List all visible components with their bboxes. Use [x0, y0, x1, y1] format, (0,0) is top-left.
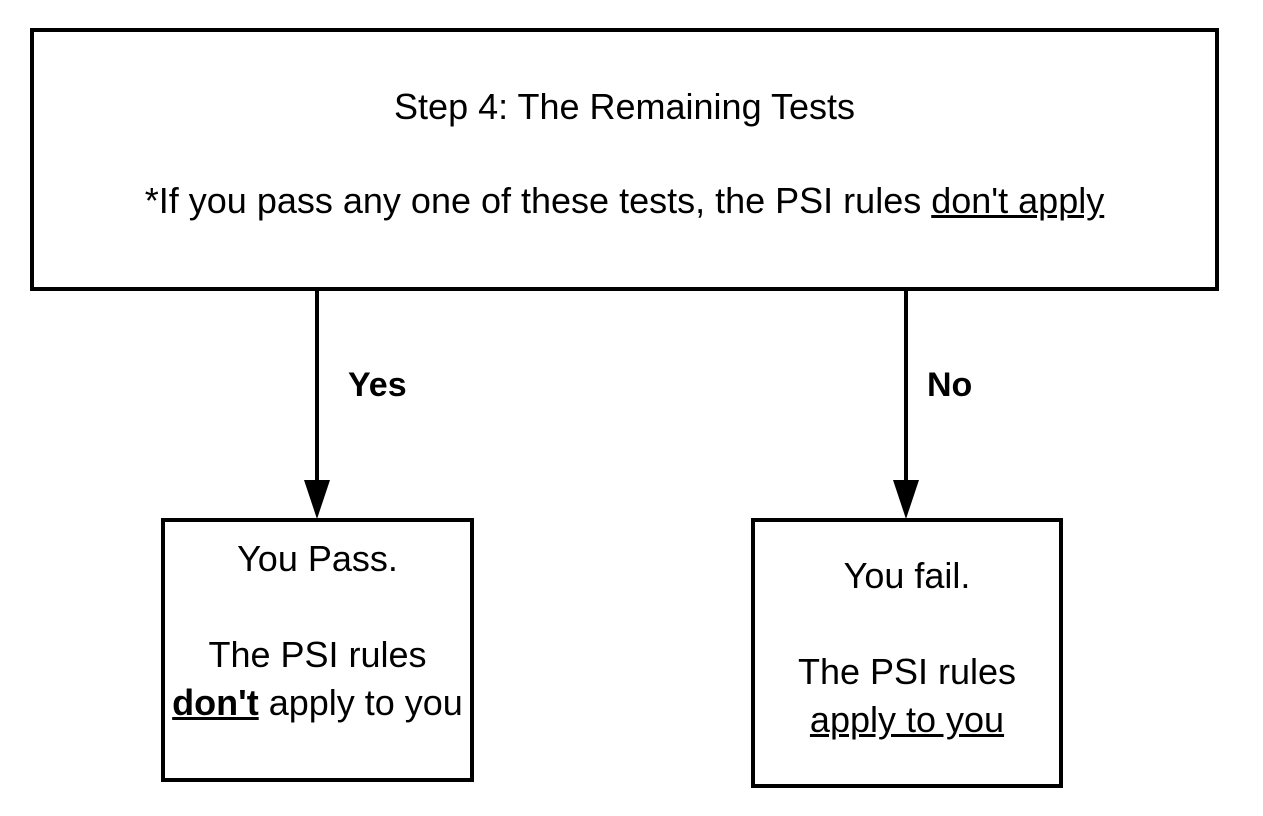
- yes-branch-label: Yes: [348, 366, 407, 404]
- fail-heading: You fail.: [843, 555, 971, 596]
- pass-emphasis: don't: [172, 682, 259, 723]
- fail-outcome-box: You fail. The PSI rules apply to you: [751, 518, 1063, 788]
- pass-text-line2: don't apply to you: [165, 679, 470, 727]
- step-note-emphasis: don't apply: [931, 180, 1105, 221]
- step-4-box: Step 4: The Remaining Tests *If you pass…: [30, 28, 1219, 291]
- step-note: *If you pass any one of these tests, the…: [34, 180, 1215, 222]
- pass-heading: You Pass.: [237, 538, 398, 579]
- pass-text-rest: apply to you: [258, 682, 463, 723]
- no-branch-label: No: [927, 366, 973, 404]
- pass-text-line1: The PSI rules: [208, 634, 427, 675]
- step-note-text: *If you pass any one of these tests, the…: [144, 180, 932, 221]
- yes-arrowhead: [304, 480, 330, 519]
- step-title: Step 4: The Remaining Tests: [394, 86, 855, 127]
- fail-emphasis: apply to you: [809, 699, 1005, 740]
- pass-outcome-box: You Pass. The PSI rules don't apply to y…: [161, 518, 474, 782]
- no-arrowhead: [893, 480, 919, 519]
- fail-text-line1: The PSI rules: [797, 651, 1017, 692]
